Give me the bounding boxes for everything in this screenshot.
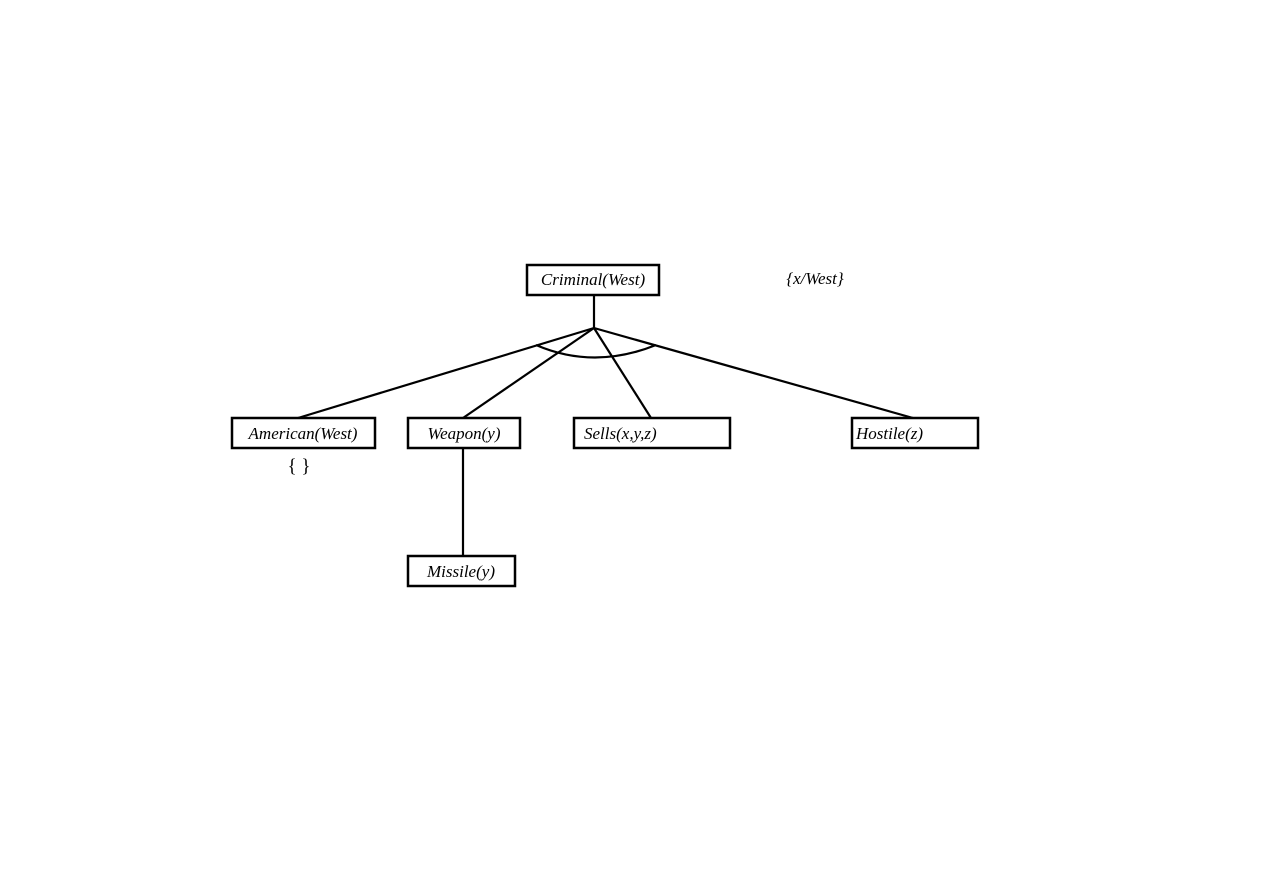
and-arc	[535, 343, 657, 359]
node-weapon: Weapon(y)	[406, 416, 522, 450]
edge-root-american	[297, 326, 595, 420]
node-criminal-box	[525, 263, 661, 297]
node-hostile-label: Hostile(z)	[855, 424, 923, 443]
node-weapon-label: Weapon(y)	[427, 424, 500, 443]
node-american-box	[230, 416, 377, 450]
node-sells-label: Sells(x,y,z)	[584, 424, 657, 443]
node-sells: Sells(x,y,z)	[572, 416, 732, 450]
node-weapon-box	[406, 416, 522, 450]
edge-root-sells	[593, 327, 652, 419]
edge-root-weapon	[462, 327, 595, 419]
node-criminal: Criminal(West)	[525, 263, 661, 297]
node-american-label: American(West)	[248, 424, 358, 443]
node-american: American(West)	[230, 416, 377, 450]
node-sells-box	[572, 416, 732, 450]
edge-root-hostile	[593, 326, 914, 420]
root-substitution: {x/West}	[786, 269, 844, 288]
tree-edges	[297, 295, 914, 556]
node-hostile: Hostile(z)	[850, 416, 980, 450]
node-missile: Missile(y)	[406, 554, 517, 588]
node-criminal-label: Criminal(West)	[541, 270, 646, 289]
american-substitution: { }	[288, 456, 311, 477]
node-missile-label: Missile(y)	[426, 562, 495, 581]
node-hostile-box	[850, 416, 980, 450]
node-missile-box	[406, 554, 517, 588]
